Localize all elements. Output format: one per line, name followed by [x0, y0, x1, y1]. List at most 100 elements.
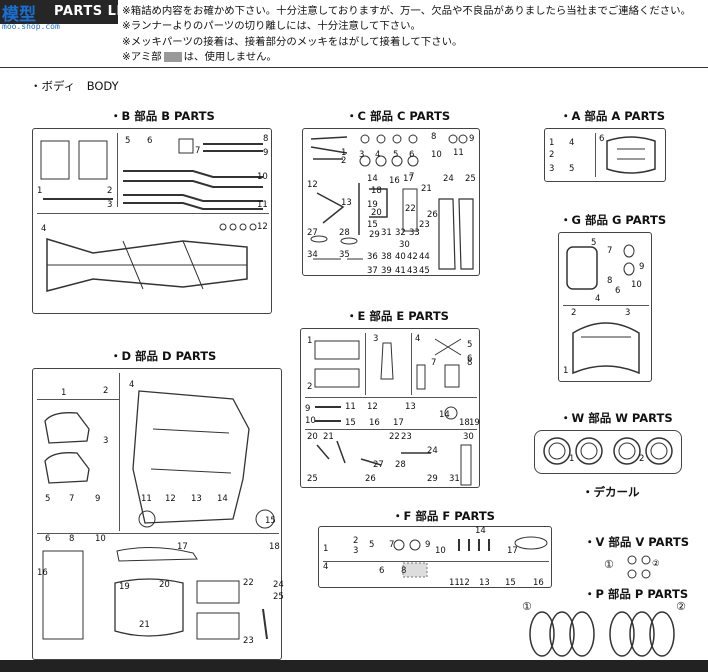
- g-parts-label: ・G 部品 G PARTS: [560, 213, 667, 227]
- part-number: 12: [367, 402, 378, 412]
- c-parts-runner: 1 2 3 4 5 6 7 8 9 10 11 12 13 14 15 16 1…: [302, 128, 480, 276]
- part-number: 5: [393, 150, 399, 160]
- part-number: 21: [421, 184, 432, 194]
- part-number: 30: [463, 432, 474, 442]
- g-parts-drawing: [566, 244, 640, 375]
- part-number: 22: [405, 204, 416, 214]
- e-parts-label: ・E 部品 E PARTS: [346, 309, 449, 323]
- w-parts-label: ・W 部品 W PARTS: [560, 411, 673, 425]
- part-number: 4: [415, 334, 421, 344]
- p-parts-group: ① ②: [518, 601, 698, 660]
- note-text: ※アミ部: [122, 51, 162, 64]
- b-parts-drawing: [40, 138, 263, 292]
- part-number: 4: [41, 224, 47, 234]
- e-parts-drawing: [314, 338, 472, 486]
- runner-divider: [119, 373, 120, 531]
- part-number: 2: [571, 308, 577, 318]
- part-number: 9: [95, 494, 101, 504]
- part-number: 16: [389, 176, 400, 186]
- c-parts-label: ・C 部品 C PARTS: [346, 109, 451, 123]
- part-number: 5: [569, 164, 575, 174]
- part-number: 12: [165, 494, 176, 504]
- runner-divider: [37, 213, 269, 214]
- a-parts-label: ・A 部品 A PARTS: [560, 109, 666, 123]
- part-number: 29: [369, 230, 380, 240]
- part-number: 2: [549, 150, 555, 160]
- runner-divider: [563, 305, 649, 306]
- runner-divider: [37, 533, 279, 534]
- part-number: 14: [439, 410, 450, 420]
- part-number: 3: [103, 436, 109, 446]
- part-number: 17: [403, 174, 414, 184]
- part-number: 11: [449, 578, 460, 588]
- part-number: 17: [177, 542, 188, 552]
- part-number: 23: [401, 432, 412, 442]
- part-number: 5: [45, 494, 51, 504]
- part-number: 27: [307, 228, 318, 238]
- part-number: 6: [409, 150, 415, 160]
- part-number: 3: [373, 334, 379, 344]
- part-number: 12: [307, 180, 318, 190]
- part-number: 15: [505, 578, 516, 588]
- part-number: 2: [639, 454, 645, 464]
- part-number: 19: [469, 418, 480, 428]
- b-parts-runner: 1 2 3 4 5 6 7 8 9 10 11 12: [32, 128, 272, 314]
- part-number: 1: [563, 366, 569, 376]
- part-number: 29: [427, 474, 438, 484]
- part-number: 19: [367, 200, 378, 210]
- runner-divider: [117, 133, 118, 207]
- part-number: 9: [305, 404, 311, 414]
- part-number: 18: [269, 542, 280, 552]
- part-number: 43: [407, 266, 418, 276]
- part-number: 3: [625, 308, 631, 318]
- part-number: 2: [341, 156, 347, 166]
- runner-divider: [323, 561, 549, 562]
- part-number: 4: [129, 380, 135, 390]
- part-number: 10: [631, 280, 642, 290]
- f-parts-label: ・F 部品 F PARTS: [392, 509, 495, 523]
- part-number: 6: [147, 136, 153, 146]
- part-number: 12: [459, 578, 470, 588]
- v-parts-label: ・V 部品 V PARTS: [584, 535, 690, 549]
- note-text: は、使用しません。: [183, 51, 277, 64]
- part-number: 11: [345, 402, 356, 412]
- part-number: 24: [273, 580, 284, 590]
- mesh-swatch: [163, 52, 182, 63]
- part-number: 25: [465, 174, 476, 184]
- part-number: 38: [381, 252, 392, 262]
- part-number: 15: [345, 418, 356, 428]
- part-number: 7: [389, 540, 395, 550]
- part-number: 4: [375, 150, 381, 160]
- part-number: 11: [453, 148, 464, 158]
- part-number: 31: [449, 474, 460, 484]
- part-number: 41: [395, 266, 406, 276]
- part-number: 8: [431, 132, 437, 142]
- w-parts-drawing: [543, 437, 673, 465]
- part-number: 10: [305, 416, 316, 426]
- part-number: 16: [37, 568, 48, 578]
- part-number: 5: [369, 540, 375, 550]
- part-number: 6: [379, 566, 385, 576]
- part-number: 7: [607, 246, 613, 256]
- part-number: 33: [409, 228, 420, 238]
- part-number: 1: [323, 544, 329, 554]
- e-parts-runner: 1 2 3 4 5 6 7 8 9 10 11 12 13 14 15 16 1…: [300, 328, 480, 488]
- watermark-logo: 模型: [2, 5, 36, 25]
- part-number: 22: [243, 578, 254, 588]
- part-number: 25: [273, 592, 284, 602]
- runner-divider: [37, 399, 119, 400]
- runner-divider: [305, 429, 477, 430]
- part-number: 11: [257, 200, 268, 210]
- part-number: 20: [159, 580, 170, 590]
- part-number: 22: [389, 432, 400, 442]
- b-parts-label: ・B 部品 B PARTS: [110, 109, 215, 123]
- part-number: 2: [353, 536, 359, 546]
- part-number: 44: [419, 252, 430, 262]
- part-number: 24: [443, 174, 454, 184]
- part-number: 9: [263, 148, 269, 158]
- part-number: 13: [341, 198, 352, 208]
- part-number: 9: [469, 134, 475, 144]
- body-label: ・ボディ BODY: [30, 79, 119, 93]
- part-number: 2: [107, 186, 113, 196]
- part-number: 9: [639, 262, 645, 272]
